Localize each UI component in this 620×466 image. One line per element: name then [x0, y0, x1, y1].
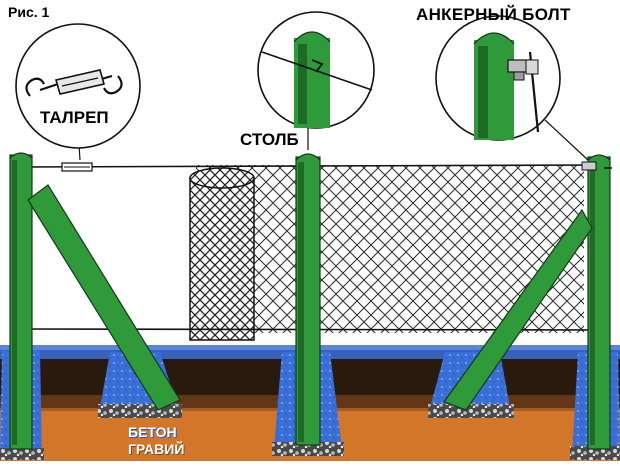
middle-post — [295, 153, 321, 446]
post-label: СТОЛБ — [240, 130, 299, 149]
post-anchor-bolt — [581, 161, 612, 171]
wire-turnbuckle — [61, 162, 93, 172]
post-top-icon — [257, 11, 375, 129]
concrete-legend-label: БЕТОН — [128, 424, 177, 440]
turnbuckle-label: ТАЛРЕП — [40, 108, 109, 127]
left-brace — [27, 184, 181, 411]
figure-title: Рис. 1 — [8, 4, 50, 20]
anchor-bolt-icon — [435, 15, 561, 141]
right-post — [587, 154, 611, 450]
gravel-legend-label: ГРАВИЙ — [128, 441, 185, 457]
left-post — [9, 152, 33, 450]
right-brace — [443, 208, 593, 411]
anchor-bolt-label: АНКЕРНЫЙ БОЛТ — [416, 5, 571, 24]
turnbuckle-icon — [15, 23, 141, 149]
mesh-roll-icon — [189, 167, 255, 341]
